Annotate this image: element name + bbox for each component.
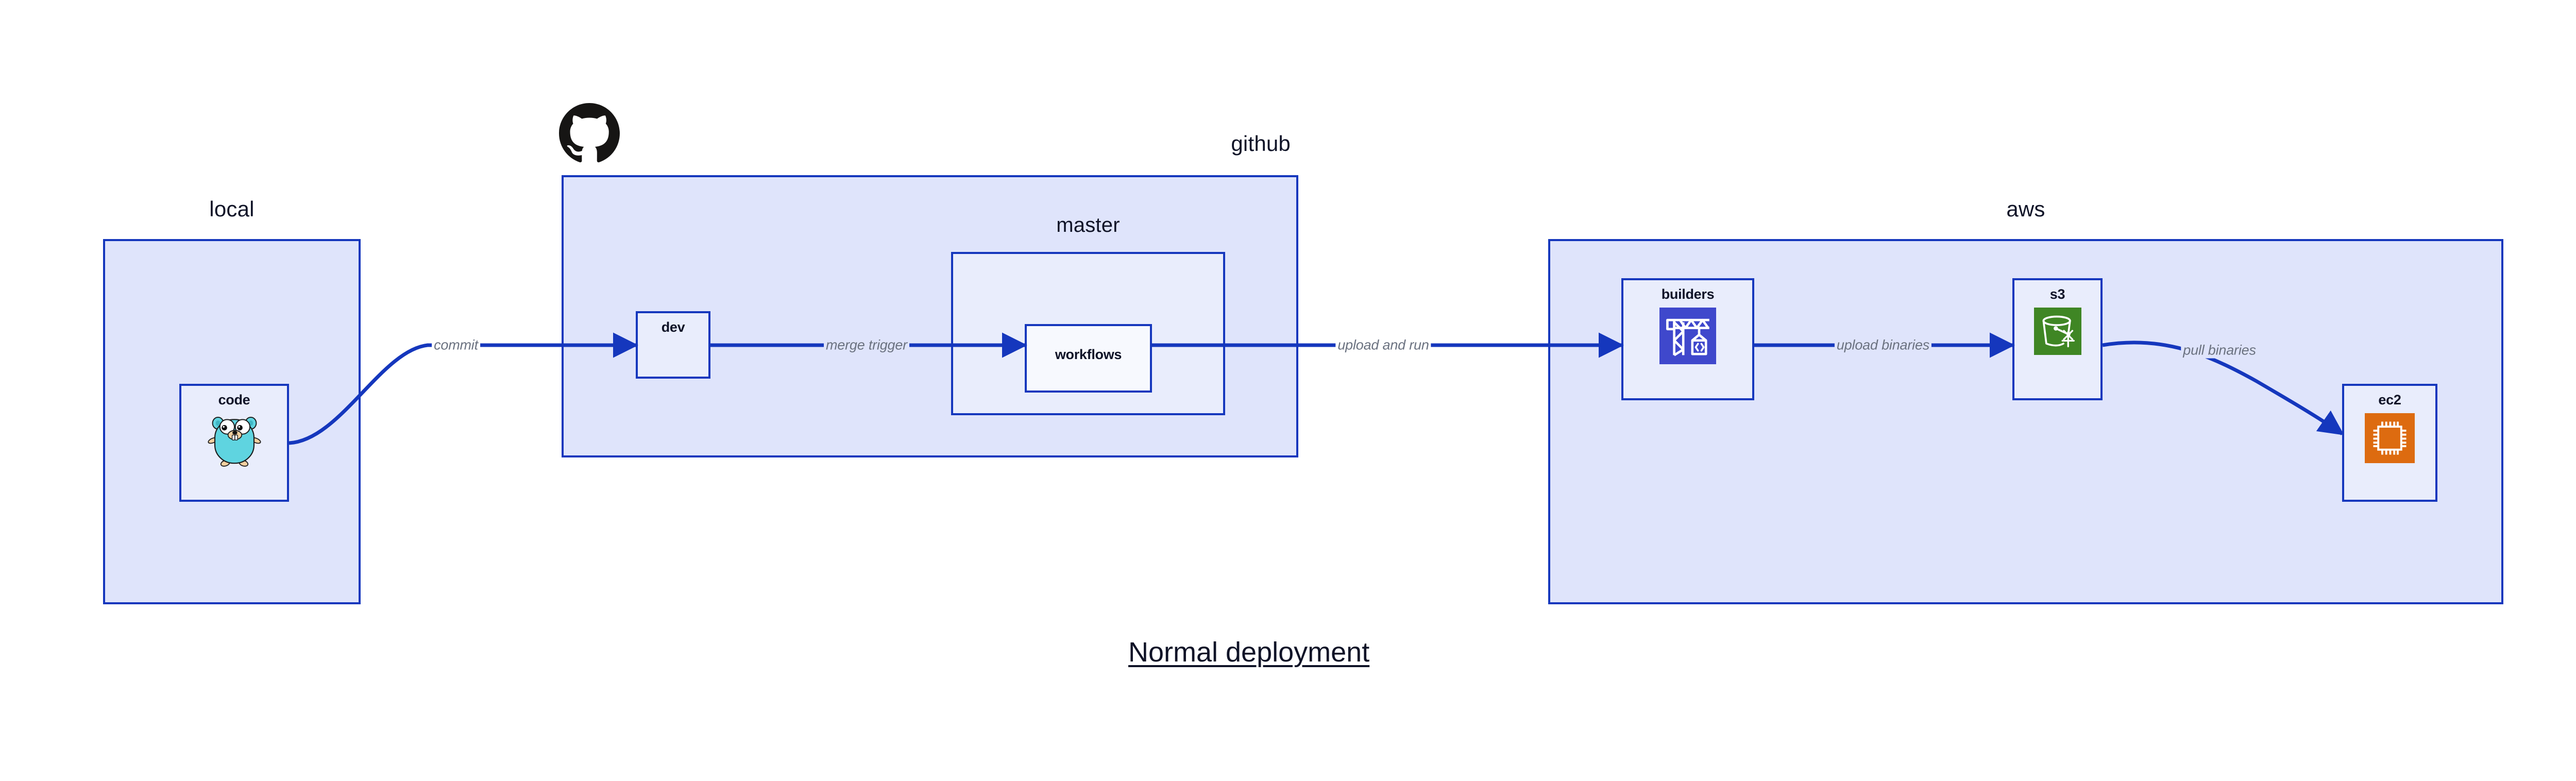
node-label-builders: builders — [1661, 286, 1715, 302]
group-label-local: local — [209, 197, 255, 221]
node-code[interactable]: code — [179, 384, 289, 502]
group-label-github: github — [1231, 131, 1291, 156]
node-workflows[interactable]: workflows — [1025, 324, 1152, 393]
github-octocat-icon — [559, 103, 620, 164]
edge-label-upload-and-run: upload and run — [1335, 337, 1431, 353]
aws-ec2-icon — [2365, 413, 2415, 463]
edge-label-merge-trigger: merge trigger — [824, 337, 909, 353]
node-label-s3: s3 — [2049, 286, 2065, 302]
edge-label-pull-binaries: pull binaries — [2181, 342, 2258, 359]
aws-codebuild-icon — [1659, 308, 1716, 364]
diagram-title: Normal deployment — [1128, 637, 1370, 668]
node-label-dev: dev — [661, 319, 685, 335]
group-label-aws: aws — [2006, 197, 2045, 221]
node-s3[interactable]: s3 — [2012, 278, 2103, 400]
aws-s3-glacier-icon — [2033, 308, 2081, 355]
node-ec2[interactable]: ec2 — [2342, 384, 2437, 502]
go-gopher-icon — [207, 413, 262, 468]
edge-label-upload-binaries: upload binaries — [1834, 337, 1932, 353]
node-label-ec2: ec2 — [2378, 392, 2401, 408]
node-builders[interactable]: builders — [1621, 278, 1754, 400]
node-label-workflows: workflows — [1055, 347, 1122, 362]
group-label-master: master — [1056, 214, 1120, 236]
node-dev[interactable]: dev — [636, 311, 710, 379]
edge-label-commit: commit — [432, 337, 480, 353]
node-label-code: code — [218, 392, 250, 408]
